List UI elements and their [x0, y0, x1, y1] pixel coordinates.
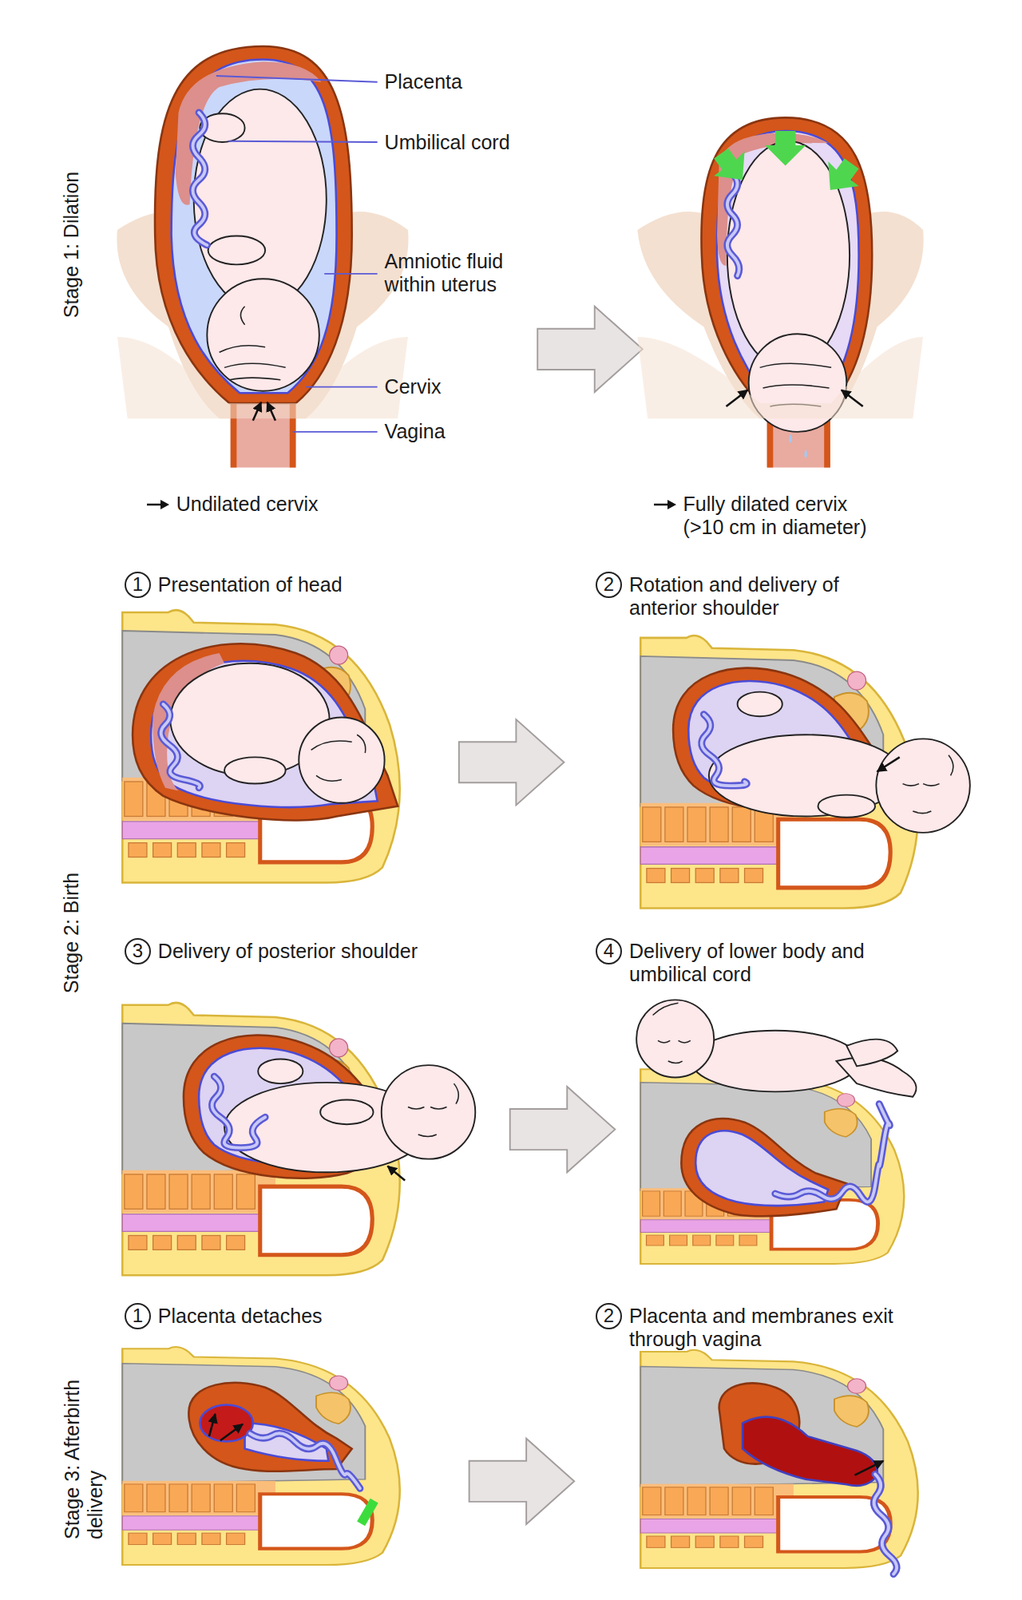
step-callout: 1 Placenta detaches: [124, 1304, 323, 1330]
part-label: Amniotic fluid within uterus: [384, 249, 553, 297]
part-label: Vagina: [384, 419, 446, 444]
step-caption: Delivery of lower body and umbilical cor…: [629, 939, 869, 987]
step-caption: Delivery of posterior shoulder: [158, 939, 418, 963]
step-callout: 2Rotation and delivery of anterior shoul…: [595, 573, 845, 620]
legend-text: Fully dilated cervix (>10 cm in diameter…: [683, 492, 893, 539]
callout-number: 2: [595, 1303, 622, 1330]
callout-number: 4: [595, 938, 622, 965]
arrow-swatch: [146, 499, 171, 511]
step-callout: 1 Presentation of head: [124, 573, 343, 599]
legend-text: Undilated cervix: [176, 492, 319, 516]
step-callout: 3 Delivery of posterior shoulder: [124, 939, 418, 965]
callout-number: 1: [124, 1303, 151, 1330]
legend-item: Undilated cervix: [146, 492, 319, 516]
stage-label: Stage 1: Dilation: [59, 171, 84, 318]
part-label: Placenta: [384, 70, 463, 94]
callout-number: 2: [595, 571, 622, 599]
part-label: Cervix: [384, 375, 442, 399]
step-callout: 4 Delivery of lower body and umbilical co…: [595, 939, 869, 987]
callout-number: 3: [124, 938, 151, 965]
step-caption: Placenta detaches: [158, 1304, 323, 1328]
part-label: Umbilical cord: [384, 130, 511, 155]
callout-number: 1: [124, 571, 151, 599]
step-callout: 2 Placenta and membranes exit through vag…: [595, 1304, 901, 1351]
step-caption: Placenta and membranes exit through vagi…: [629, 1304, 901, 1351]
stage-label: Stage 2: Birth: [59, 872, 84, 994]
step-caption: Presentation of head: [158, 573, 343, 597]
arrow-swatch: [653, 499, 678, 511]
stage-label: Stage 3: Afterbirth delivery: [60, 1347, 107, 1540]
legend-item: Fully dilated cervix (>10 cm in diameter…: [653, 492, 893, 539]
step-caption: Rotation and delivery of anterior should…: [629, 573, 845, 620]
